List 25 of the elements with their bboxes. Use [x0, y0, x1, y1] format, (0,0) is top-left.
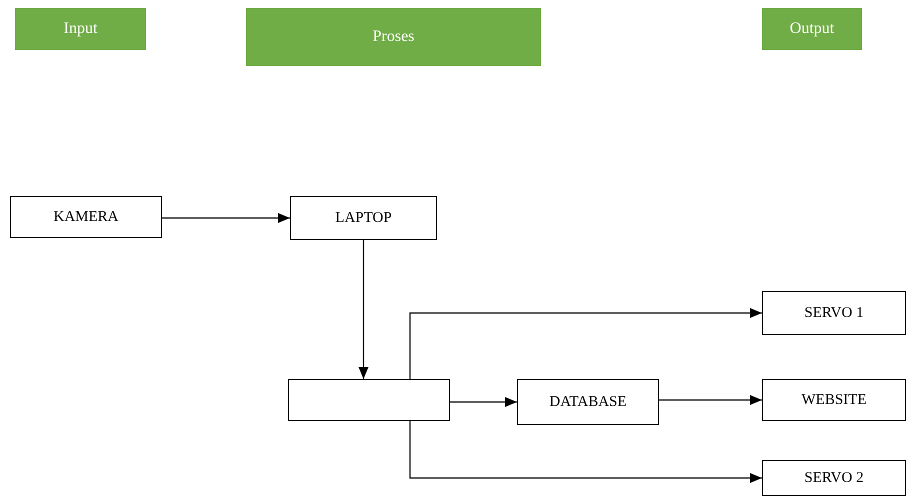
arrow: [450, 397, 517, 407]
box-label: SERVO 1: [804, 304, 864, 322]
box-label: SERVO 2: [804, 470, 864, 486]
box-label: KAMERA: [53, 208, 118, 226]
header-label: Input: [64, 20, 98, 38]
arrow: [358, 240, 368, 379]
process-box: [290, 196, 437, 240]
arrow: [162, 213, 290, 223]
process-box: [762, 291, 906, 335]
process-box: [517, 379, 659, 425]
arrow: [409, 308, 762, 379]
process-box: [762, 460, 906, 496]
arrow: [409, 421, 762, 483]
box-label: LAPTOP: [335, 210, 392, 226]
header-label: Proses: [372, 28, 414, 46]
process-box: [288, 379, 450, 421]
stage-header: [15, 8, 146, 50]
arrow: [659, 395, 762, 405]
box-label: DATABASE: [549, 394, 627, 410]
process-box: [762, 379, 906, 421]
process-box: [10, 196, 162, 238]
stage-header: [762, 8, 862, 50]
header-label: Output: [790, 20, 834, 38]
box-label: WEBSITE: [802, 392, 866, 408]
stage-header: [246, 8, 541, 66]
